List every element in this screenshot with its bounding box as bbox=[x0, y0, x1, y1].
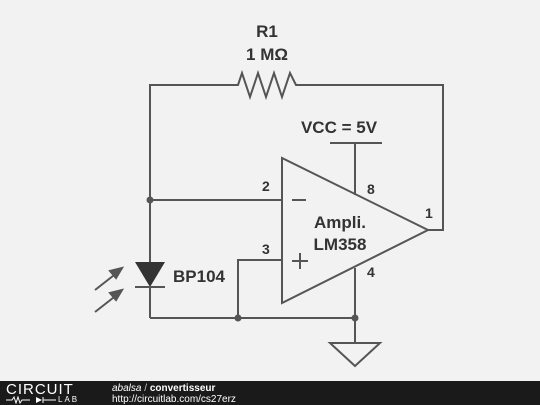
pin-8-label: 8 bbox=[367, 181, 375, 197]
vcc-label: VCC = 5V bbox=[301, 118, 378, 137]
resistor-r1-name: R1 bbox=[256, 22, 278, 41]
wire-feedback-right bbox=[302, 84, 444, 231]
schematic-title[interactable]: convertisseur bbox=[149, 383, 216, 394]
pin-3-label: 3 bbox=[262, 241, 270, 257]
wire-noninverting-input bbox=[237, 259, 282, 318]
author-link[interactable]: abalsa bbox=[112, 383, 142, 394]
opamp-part: LM358 bbox=[314, 235, 367, 254]
photodiode-bp104 bbox=[135, 262, 165, 287]
circuitlab-logo-lab: LAB bbox=[58, 395, 80, 404]
pin-2-label: 2 bbox=[262, 178, 270, 194]
resistor-r1-value: 1 MΩ bbox=[246, 45, 288, 64]
circuitlab-logo-icon bbox=[6, 396, 56, 404]
light-arrows-icon bbox=[94, 266, 125, 313]
schematic-credit: abalsa / convertisseur bbox=[112, 383, 215, 394]
footer-bar: CIRCUIT LAB abalsa / convertisseur http:… bbox=[0, 381, 540, 405]
resistor-r1 bbox=[232, 69, 302, 101]
pin-4-label: 4 bbox=[367, 264, 375, 280]
wire-feedback-left bbox=[149, 84, 232, 200]
ground-symbol-icon bbox=[327, 342, 383, 368]
circuit-schematic: R1 1 MΩ VCC = 5V Ampli. LM358 BP104 2 3 … bbox=[94, 22, 444, 368]
credit-separator: / bbox=[144, 383, 148, 394]
schematic-url-link[interactable]: http://circuitlab.com/cs27erz bbox=[112, 394, 236, 405]
circuitlab-logo-text: CIRCUIT bbox=[6, 381, 74, 398]
pin-1-label: 1 bbox=[425, 205, 433, 221]
opamp-name: Ampli. bbox=[314, 213, 366, 232]
photodiode-label: BP104 bbox=[173, 267, 226, 286]
